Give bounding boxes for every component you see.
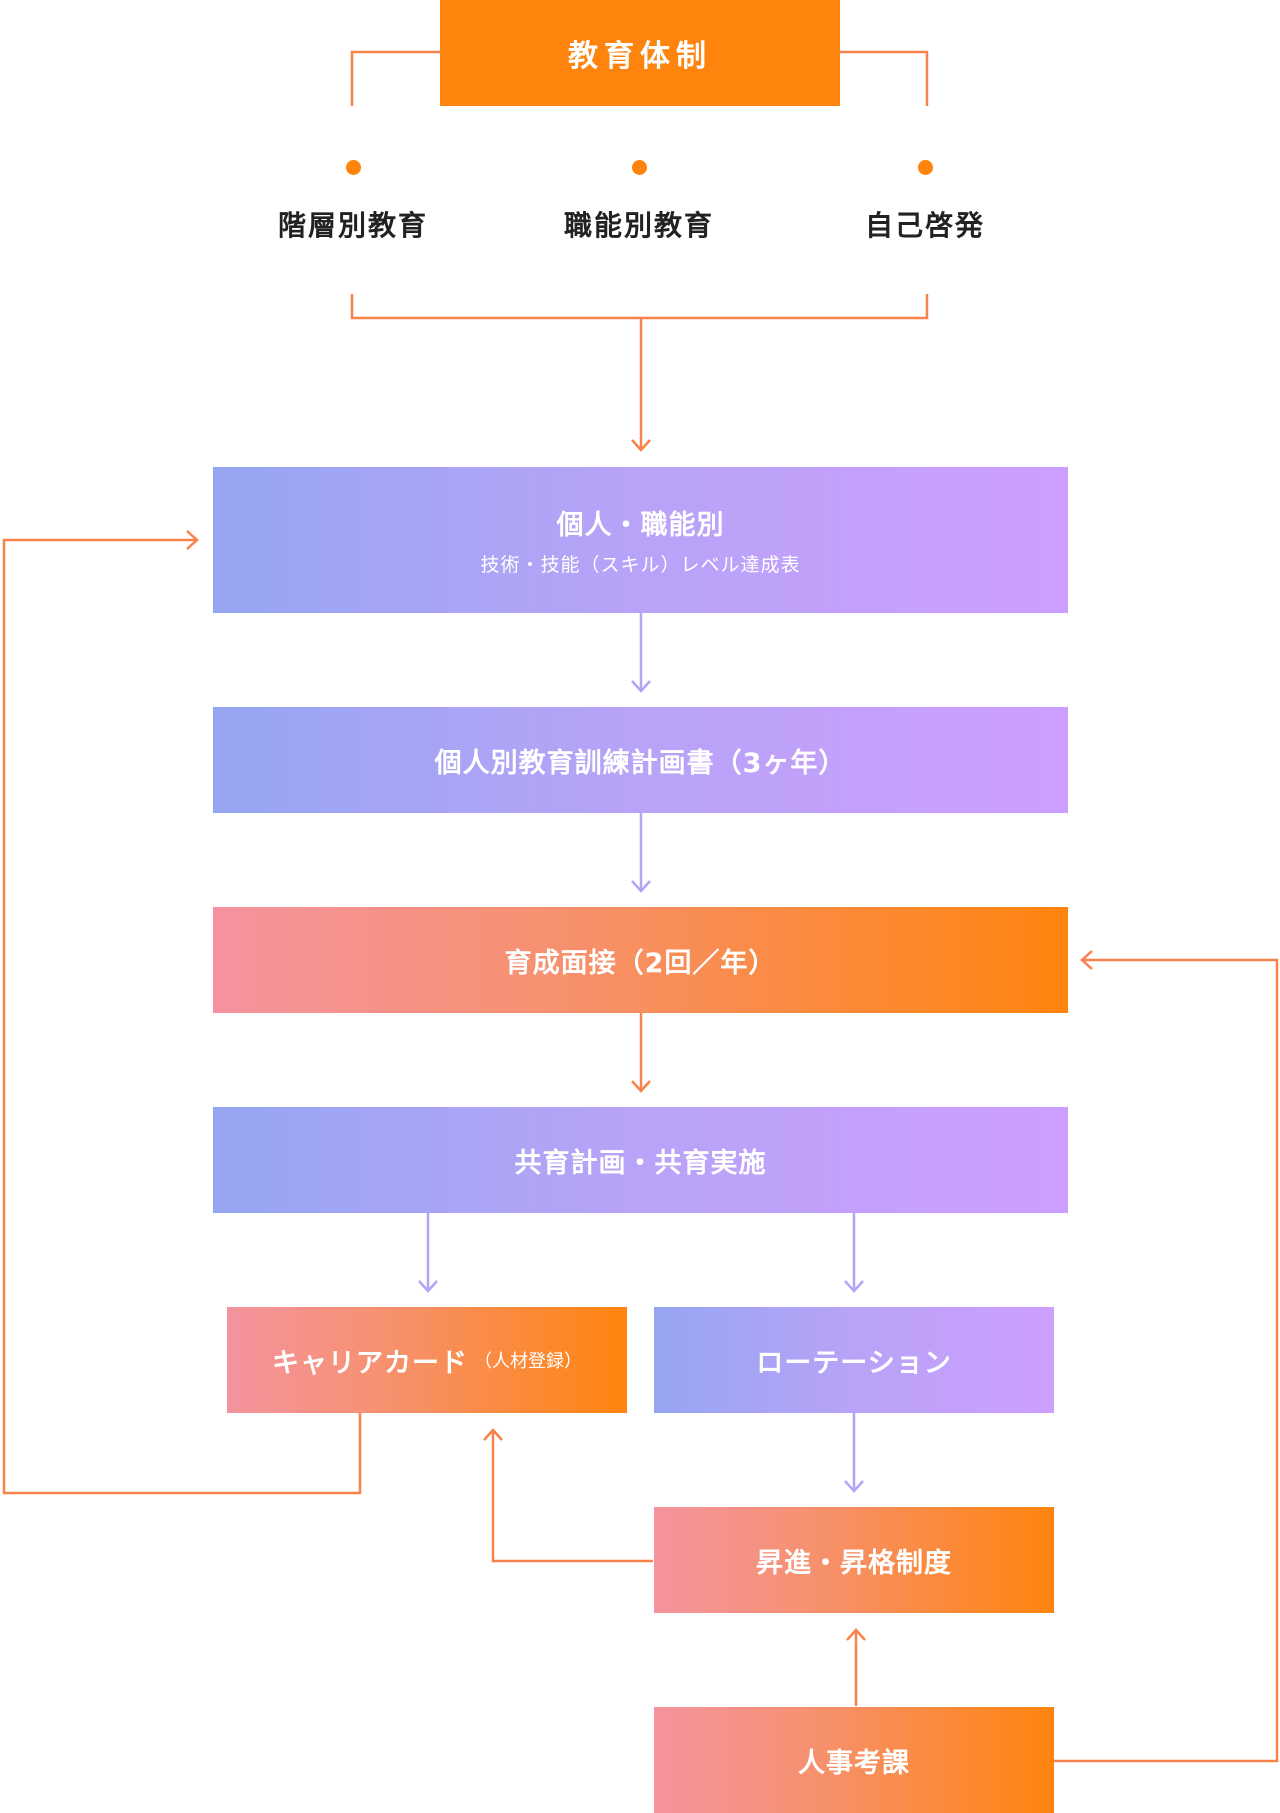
branch-label-2: 職能別教育 — [563, 209, 714, 242]
career-card-note: （人材登録） — [474, 1351, 582, 1372]
promotion-title: 昇進・昇格制度 — [756, 1547, 952, 1579]
box-training-plan: 個人別教育訓練計画書（3ヶ年） — [213, 707, 1068, 813]
arrow-promotion-career — [483, 1428, 653, 1563]
branch-dot-2 — [632, 160, 647, 175]
career-card-title: キャリアカード — [272, 1347, 468, 1379]
header-title: 教育体制 — [568, 39, 712, 74]
arrow-interview-shared — [631, 1013, 651, 1093]
box-individual-skill: 個人・職能別 技術・技能（スキル）レベル達成表 — [213, 467, 1068, 613]
arrow-plan-interview — [631, 813, 651, 893]
individual-skill-title: 個人・職能別 — [556, 510, 725, 541]
arrow-shared-career — [418, 1213, 438, 1293]
arrow-evaluation-interview — [1054, 950, 1279, 1763]
arrow-rotation-promotion — [844, 1413, 864, 1493]
interview-title: 育成面接（2回／年） — [504, 947, 777, 979]
arrow-shared-rotation — [844, 1213, 864, 1293]
branch-dot-1 — [346, 160, 361, 175]
branch-dot-3 — [918, 160, 933, 175]
box-evaluation: 人事考課 — [654, 1707, 1054, 1813]
box-career-card: キャリアカード （人材登録） — [227, 1307, 627, 1413]
individual-skill-subtitle: 技術・技能（スキル）レベル達成表 — [480, 554, 801, 576]
branch-collector — [350, 294, 929, 448]
box-shared-plan: 共育計画・共育実施 — [213, 1107, 1068, 1213]
arrow-career-individual — [2, 530, 362, 1495]
branch-label-1: 階層別教育 — [277, 209, 428, 242]
arrow-individual-plan — [631, 613, 651, 693]
shared-plan-title: 共育計画・共育実施 — [514, 1147, 767, 1179]
training-plan-title: 個人別教育訓練計画書（3ヶ年） — [434, 747, 847, 779]
header-bracket — [350, 50, 929, 106]
evaluation-title: 人事考課 — [798, 1747, 910, 1779]
box-interview: 育成面接（2回／年） — [213, 907, 1068, 1013]
branch-label-3: 自己啓発 — [864, 209, 985, 242]
box-promotion: 昇進・昇格制度 — [654, 1507, 1054, 1613]
header-box: 教育体制 — [440, 0, 840, 106]
rotation-title: ローテーション — [756, 1347, 952, 1379]
arrow-to-individual — [631, 439, 651, 452]
arrow-evaluation-promotion — [846, 1628, 866, 1706]
box-rotation: ローテーション — [654, 1307, 1054, 1413]
